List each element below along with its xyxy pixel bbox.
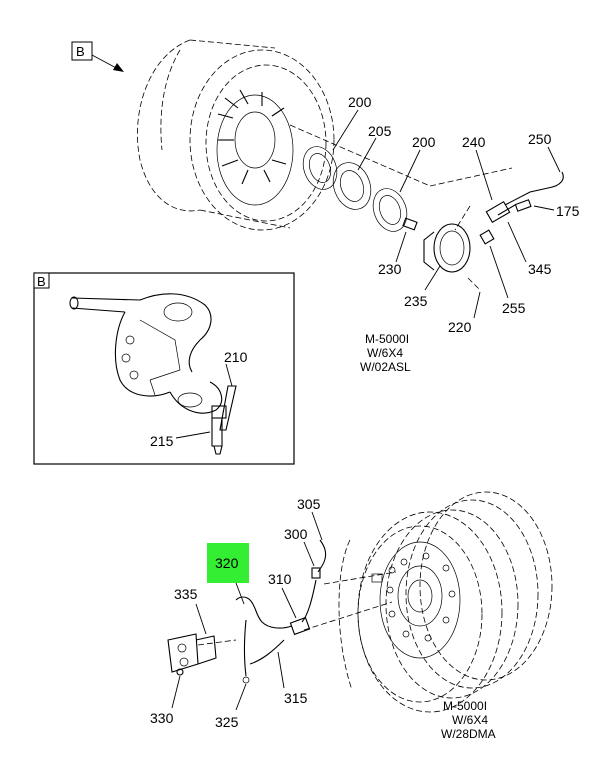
callout-335: 335 <box>174 586 198 602</box>
gaskets <box>302 146 408 232</box>
callout-210: 210 <box>224 349 248 365</box>
lower-note-line-1: M-5000I <box>443 699 487 713</box>
upper-view: B <box>71 39 580 374</box>
callout-200-b: 200 <box>412 134 436 150</box>
view-ref-label: B <box>76 44 85 59</box>
callout-240: 240 <box>462 134 486 150</box>
callout-205: 205 <box>368 123 392 139</box>
upper-note-line-1: M-5000I <box>365 332 409 346</box>
callout-215: 215 <box>150 433 174 449</box>
assembly-lines <box>289 124 513 291</box>
upper-note-line-2: W/6X4 <box>367 346 403 360</box>
callout-220: 220 <box>448 319 472 335</box>
sensor-bracket <box>167 633 217 676</box>
lower-note-line-3: W/28DMA <box>441 727 496 741</box>
steering-knuckle <box>69 293 223 414</box>
lower-assembly-lines <box>197 571 397 646</box>
callout-310: 310 <box>268 571 292 587</box>
upper-note-line-3: W/02ASL <box>360 360 411 374</box>
callout-300: 300 <box>284 526 308 542</box>
callout-235: 235 <box>404 293 428 309</box>
callout-315: 315 <box>284 690 308 706</box>
lower-note-line-2: W/6X4 <box>452 713 488 727</box>
dual-wheels <box>338 491 553 713</box>
wheel-rim <box>137 39 335 231</box>
wheel-studs <box>217 89 287 185</box>
callout-320[interactable]: 320 <box>215 555 239 571</box>
callout-250: 250 <box>528 131 552 147</box>
callout-175: 175 <box>556 203 580 219</box>
callout-200-a: 200 <box>348 94 372 110</box>
detail-frame <box>33 272 295 465</box>
sensor-cable <box>235 539 327 684</box>
detail-sensor <box>211 385 237 455</box>
detail-view-label: B <box>37 274 46 289</box>
lower-leaders <box>171 511 323 711</box>
callout-345: 345 <box>528 261 552 277</box>
view-arrow <box>91 54 124 72</box>
hub-bolts <box>386 552 456 642</box>
callout-325: 325 <box>215 714 239 730</box>
lower-view: 320 305 300 310 335 330 325 315 M-5000I … <box>150 491 553 741</box>
highlight-box <box>207 543 249 583</box>
sensor-assembly <box>479 171 564 245</box>
callout-255: 255 <box>502 300 526 316</box>
hub-cap <box>402 217 471 273</box>
detail-view: B 210 215 <box>33 272 295 465</box>
callout-330: 330 <box>150 710 174 726</box>
callout-305: 305 <box>297 496 321 512</box>
callout-230: 230 <box>378 261 402 277</box>
upper-leaders <box>332 109 561 319</box>
